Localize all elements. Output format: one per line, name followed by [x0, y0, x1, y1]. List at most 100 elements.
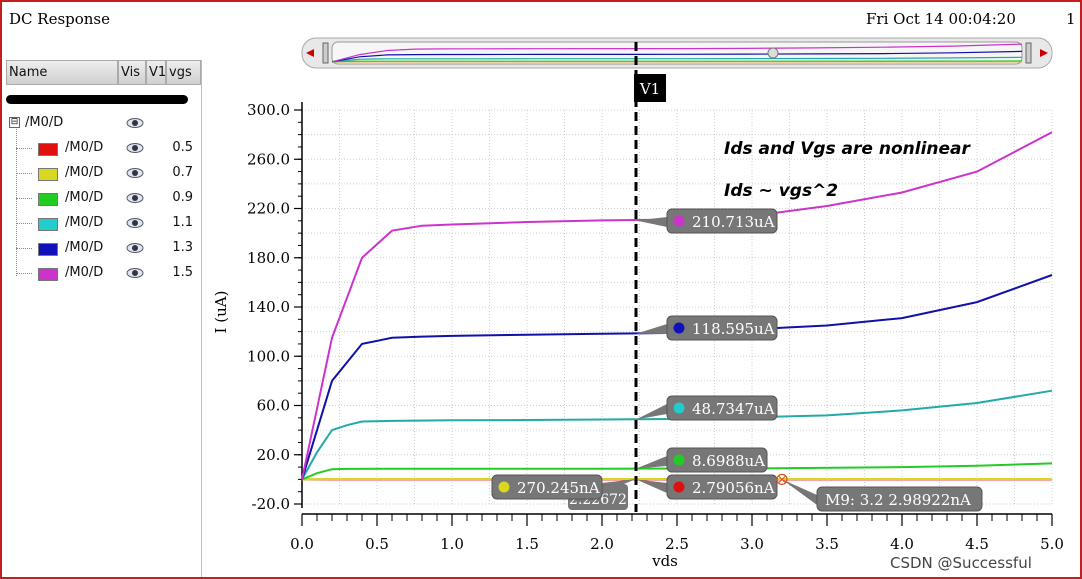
marker-box [666, 208, 778, 234]
vgs-value: 1.3 [172, 240, 193, 255]
marker-value: 2.79056nA [692, 479, 775, 497]
value-marker-3[interactable]: 8.6988uA [636, 447, 768, 473]
y-tick-label: 220.0 [247, 200, 290, 218]
vgs-value: 0.5 [172, 140, 193, 155]
series-line-vgs-0_9[interactable] [301, 462, 1053, 481]
signal-label: /M0/D [65, 140, 104, 155]
signal-label: /M0/D [65, 165, 104, 180]
datetime-stamp: Fri Oct 14 00:04:20 [866, 10, 1016, 28]
y-axis-label: I (uA) [212, 291, 230, 334]
marker-value: 48.7347uA [692, 400, 775, 418]
y-tick-label: 20.0 [257, 446, 290, 464]
signal-color-swatch[interactable] [38, 143, 58, 156]
series-line-vgs-1_3[interactable] [301, 274, 1053, 480]
tree-connector [16, 223, 32, 224]
marker-value: 270.245nA [517, 479, 600, 497]
signal-color-swatch[interactable] [38, 193, 58, 206]
zoom-handle-right[interactable] [1025, 42, 1032, 64]
marker-value: 8.6988uA [692, 452, 765, 470]
signal-color-swatch[interactable] [38, 168, 58, 181]
annotation-nonlinear: Ids and Vgs are nonlinear [724, 139, 972, 159]
column-header-vis[interactable]: Vis [118, 60, 146, 85]
value-marker-2[interactable]: 48.7347uA [636, 395, 778, 421]
marker-dot [673, 454, 685, 466]
marker-pointer [602, 479, 637, 493]
zoom-overview-bar[interactable] [301, 37, 1053, 69]
x-tick-label: 4.5 [965, 535, 989, 553]
tree-connector [16, 148, 32, 149]
overview-center-grip-icon[interactable] [767, 47, 779, 59]
visibility-eye-icon[interactable] [126, 139, 144, 157]
marker-dot [673, 215, 685, 227]
marker-pointer [636, 217, 667, 227]
visibility-eye-icon[interactable] [126, 164, 144, 182]
series-line-vgs-1_1[interactable] [301, 389, 1053, 480]
value-marker-1[interactable]: 118.595uA [636, 315, 778, 341]
y-tick-label: 300.0 [247, 101, 290, 119]
marker-box [816, 486, 983, 512]
signal-label: /M0/D [65, 215, 104, 230]
column-header-name[interactable]: Name [6, 60, 118, 85]
y-tick-label: -20.0 [252, 495, 290, 513]
signal-row-vgs-1_3[interactable]: /M0/D 1.3 [6, 239, 201, 261]
tree-connector [16, 126, 17, 276]
collapse-icon[interactable]: ⊟ [9, 117, 20, 128]
marker-box [666, 447, 768, 473]
marker-box [666, 315, 778, 341]
scroll-left-arrow-icon[interactable] [306, 49, 314, 57]
column-header-vgs[interactable]: vgs [166, 60, 201, 85]
x-tick-label: 2.0 [590, 535, 614, 553]
visibility-eye-icon[interactable] [126, 214, 144, 232]
tree-connector [16, 198, 32, 199]
scroll-right-arrow-icon[interactable] [1040, 49, 1048, 57]
marker-pointer [636, 404, 667, 420]
vgs-value: 1.1 [172, 215, 193, 230]
x-axis-label: vds [651, 552, 678, 570]
value-marker-6[interactable]: M9: 3.2 2.98922nA [782, 479, 983, 512]
value-marker-0[interactable]: 210.713uA [636, 208, 778, 234]
column-header-v1[interactable]: V1 [146, 60, 166, 85]
series-line-vgs-1_5[interactable] [301, 131, 1053, 480]
visibility-eye-icon[interactable] [126, 189, 144, 207]
cursor-label-box[interactable] [634, 74, 667, 102]
signal-color-swatch[interactable] [38, 268, 58, 281]
value-marker-5[interactable]: 2.79056nA [636, 474, 778, 500]
x-tick-label: 3.0 [740, 535, 764, 553]
zoom-handle-left[interactable] [322, 42, 329, 64]
x-tick-label: 0.5 [365, 535, 389, 553]
marker-dot [673, 322, 685, 334]
overview-series-line [331, 60, 1023, 63]
signal-color-swatch[interactable] [38, 218, 58, 231]
visibility-eye-icon[interactable] [126, 239, 144, 257]
overview-series-line [331, 50, 1023, 63]
watermark-text: CSDN @Successful [890, 554, 1032, 572]
horizontal-scrollbar[interactable] [6, 95, 188, 104]
window-title: DC Response [9, 10, 111, 28]
marker-pointer [636, 479, 667, 493]
tree-connector [16, 173, 32, 174]
marker-value: 210.713uA [692, 213, 775, 231]
value-marker-4[interactable]: 270.245nA [491, 474, 637, 500]
root-signal-label: /M0/D [25, 115, 64, 130]
visibility-eye-icon[interactable] [126, 114, 144, 132]
marker-dot [673, 481, 685, 493]
y-tick-label: 180.0 [247, 249, 290, 267]
marker-box [666, 474, 778, 500]
signal-row-vgs-1_1[interactable]: /M0/D 1.1 [6, 214, 201, 236]
y-tick-label: 260.0 [247, 150, 290, 168]
visibility-eye-icon[interactable] [126, 264, 144, 282]
marker-pointer [636, 456, 667, 469]
signal-row-vgs-0_5[interactable]: /M0/D 0.5 [6, 139, 201, 161]
point-marker-m9-icon[interactable] [776, 473, 788, 485]
signal-label: /M0/D [65, 240, 104, 255]
page-number: 1 [1066, 10, 1076, 28]
signal-color-swatch[interactable] [38, 243, 58, 256]
marker-value: M9: 3.2 2.98922nA [825, 491, 971, 509]
y-tick-label: 140.0 [247, 298, 290, 316]
tree-root-row[interactable]: ⊟ /M0/D [6, 114, 201, 136]
